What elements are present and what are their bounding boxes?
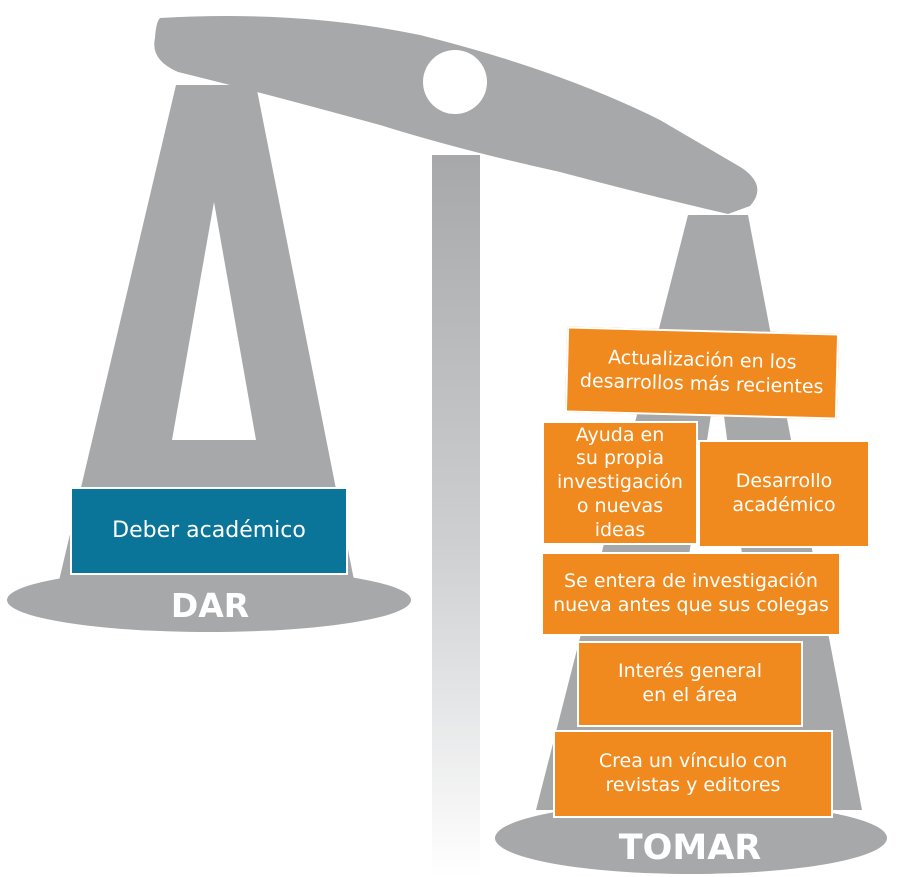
tomar-label: TOMAR (618, 828, 762, 868)
ayuda-investigacion-box: Ayuda en su propia investigación o nueva… (542, 421, 698, 545)
scale-beam (154, 16, 758, 214)
pivot-circle (423, 50, 487, 114)
desarrollo-academico-box: Desarrollo académico (698, 440, 870, 548)
se-entera-box: Se entera de investigación nueva antes q… (541, 552, 841, 636)
actualizacion-box: Actualización en los desarrollos más rec… (564, 326, 840, 420)
left-hanger (58, 85, 355, 585)
left-pan (7, 568, 411, 632)
crea-vinculo-box: Crea un vínculo con revistas y editores (553, 730, 833, 818)
right-pan (495, 802, 887, 874)
interes-general-box: Interés general en el área (577, 641, 803, 727)
dar-label: DAR (170, 586, 250, 625)
deber-academico-box: Deber académico (70, 487, 348, 575)
scale-pole (432, 155, 480, 877)
